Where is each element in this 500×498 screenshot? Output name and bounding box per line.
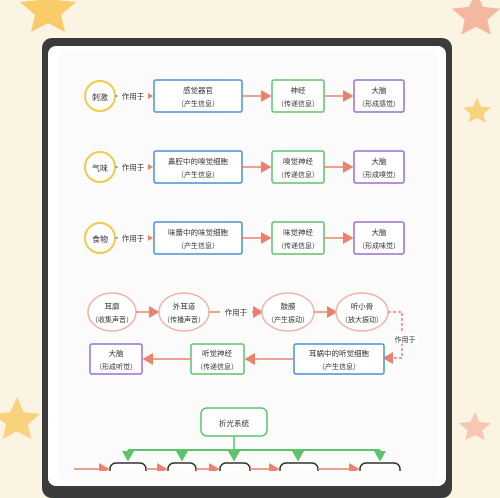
arrow-label: 作用于	[225, 307, 248, 317]
star-decoration-top	[20, 0, 76, 32]
organ-title: 感觉器官	[183, 85, 213, 95]
arrow-label: 作用于	[122, 91, 145, 101]
box-sub: （传递信息）	[196, 362, 238, 371]
row-smell: 气味 作用于 鼻腔中的嗅觉细胞 （产生信息） 嗅觉神经 （传递信息） 大脑 （形…	[84, 150, 405, 184]
node-title: 听小骨	[351, 302, 374, 311]
brain-title: 大脑	[372, 85, 387, 95]
arrow-label: 作用于	[122, 162, 145, 172]
stimulus-label: 食物	[92, 234, 108, 244]
box-title: 大脑	[109, 348, 124, 358]
clipped-bottom-nodes	[74, 462, 401, 471]
brain-sub: （形成味觉）	[358, 241, 400, 250]
box-title: 耳蜗中的听觉细胞	[309, 348, 369, 358]
brain-box	[353, 221, 405, 255]
branch-arrows	[122, 450, 386, 462]
star-decoration-right	[463, 97, 491, 123]
nerve-sub: （传递信息）	[277, 99, 319, 108]
row-touch: 刺激 作用于 感觉器官 （产生信息） 神经 （传递信息） 大脑 （形成感觉）	[84, 79, 405, 113]
sensory-flow-diagram: 刺激 作用于 感觉器官 （产生信息） 神经 （传递信息） 大脑 （形成感觉） 气…	[74, 79, 418, 471]
brain-title: 大脑	[372, 156, 387, 166]
arrow-label: 作用于	[122, 233, 145, 243]
brain-sub: （形成感觉）	[358, 99, 400, 108]
node-title: 鼓膜	[281, 301, 296, 311]
node-sub: （放大振动）	[341, 315, 383, 324]
organ-title: 鼻腔中的嗅觉细胞	[168, 156, 228, 166]
box-sub: （产生信息）	[318, 362, 360, 371]
organ-sub: （产生信息）	[177, 99, 219, 108]
vision-flow: 折光系统	[74, 407, 401, 471]
organ-sub: （产生信息）	[177, 241, 219, 250]
organ-sub: （产生信息）	[177, 170, 219, 179]
box-title: 折光系统	[219, 418, 249, 428]
eardrum-node	[261, 292, 315, 332]
node-sub: （传播声音）	[163, 315, 205, 324]
node-title: 外耳道	[173, 301, 196, 311]
ear-auricle-node	[87, 292, 137, 332]
node-title: 耳廓	[105, 301, 120, 311]
side-arrow-label: 作用于	[395, 335, 416, 344]
row-taste: 食物 作用于 味蕾中的味觉细胞 （产生信息） 味觉神经 （传递信息） 大脑 （形…	[84, 221, 405, 255]
brain-hearing-box	[89, 343, 143, 375]
stimulus-label: 刺激	[92, 92, 108, 102]
star-decoration-top-right	[451, 0, 500, 35]
star-decoration-left	[0, 397, 41, 439]
nerve-sub: （传递信息）	[277, 170, 319, 179]
hearing-flow: 耳廓 （收集声音） 外耳道 （传播声音） 作用于 鼓膜 （产生振动） 听小骨 （…	[87, 292, 418, 375]
organ-title: 味蕾中的味觉细胞	[168, 227, 228, 237]
ossicles-node	[335, 292, 389, 332]
ear-canal-node	[158, 292, 210, 332]
brain-title: 大脑	[372, 227, 387, 237]
box-sub: （形成听觉）	[95, 362, 137, 371]
nerve-title: 神经	[291, 85, 306, 95]
brain-box	[353, 79, 405, 113]
node-sub: （收集声音）	[91, 315, 133, 324]
nerve-sub: （传递信息）	[277, 241, 319, 250]
brain-sub: （形成嗅觉）	[358, 170, 400, 179]
nerve-title: 味觉神经	[283, 227, 313, 237]
box-title: 听觉神经	[202, 348, 232, 358]
node-sub: （产生振动）	[267, 315, 309, 324]
brain-box	[353, 150, 405, 184]
stimulus-label: 气味	[92, 163, 108, 173]
nerve-title: 嗅觉神经	[283, 156, 313, 166]
star-decoration-bottom-right	[459, 411, 491, 441]
